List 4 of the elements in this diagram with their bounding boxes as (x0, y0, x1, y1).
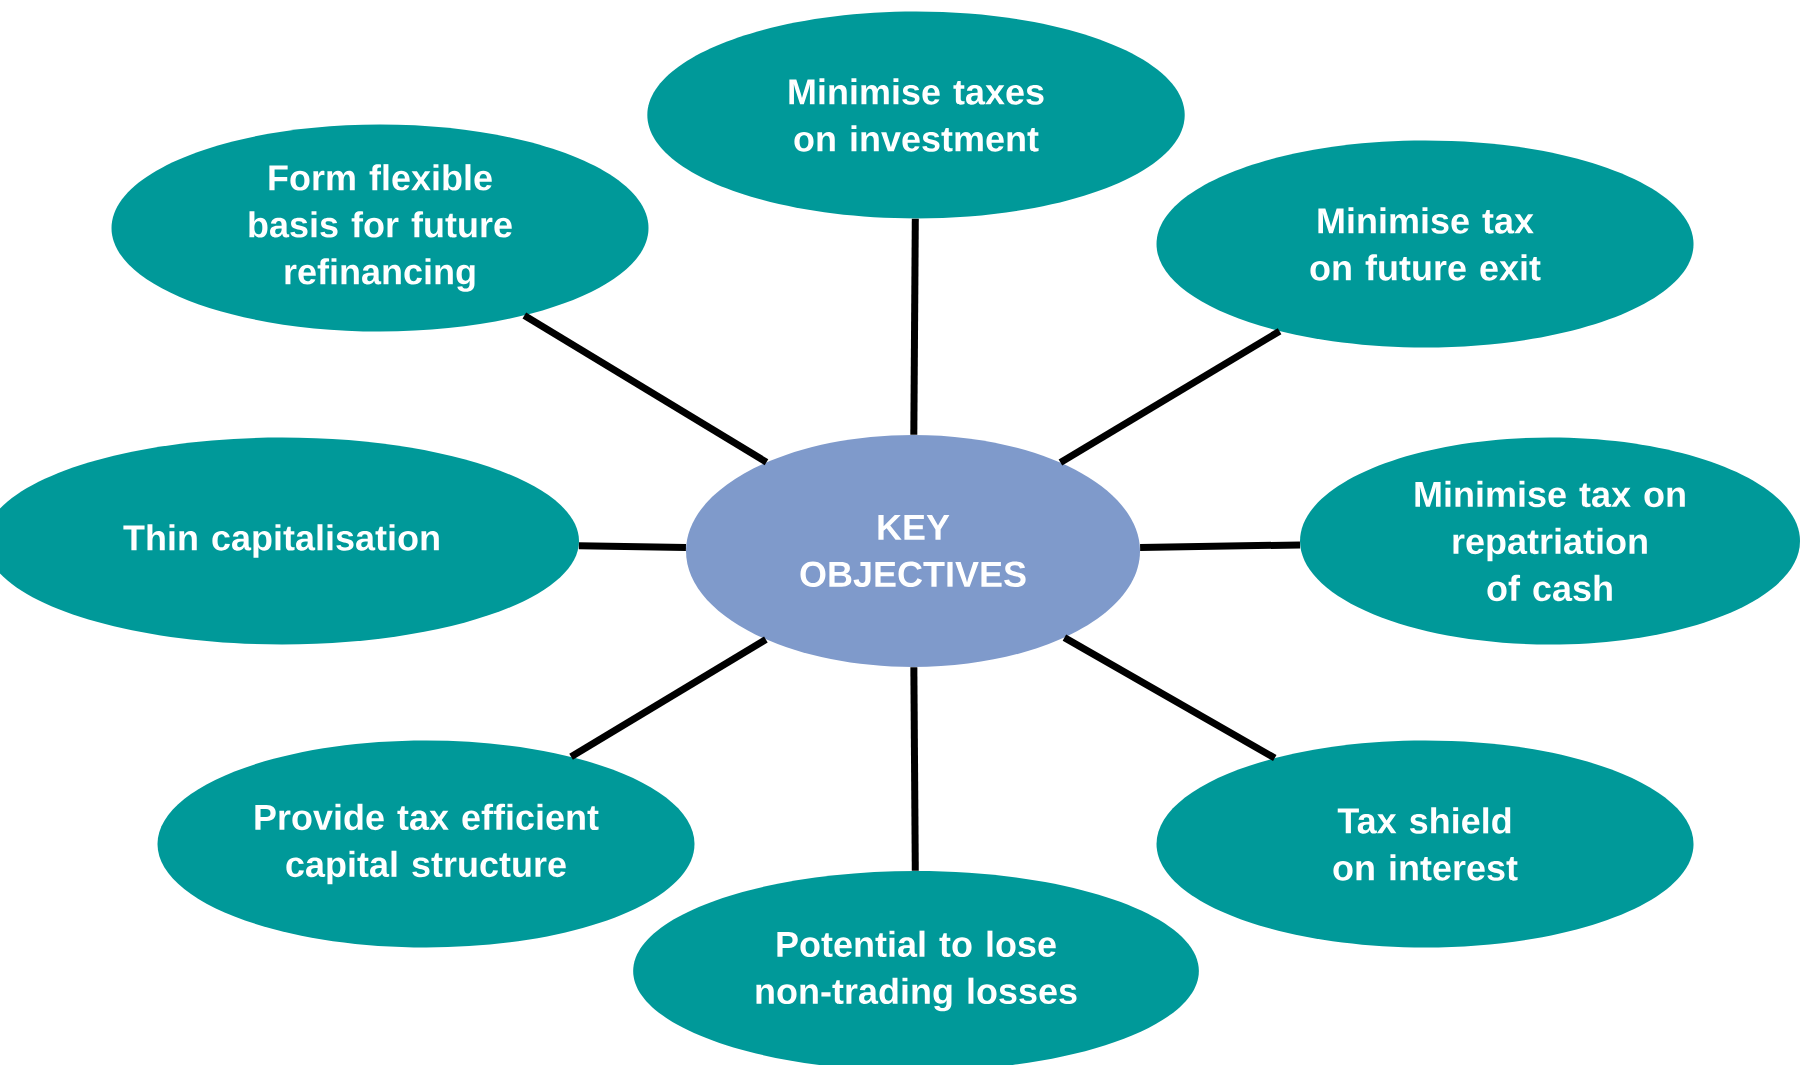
connector-line (1058, 328, 1282, 466)
connector-line (569, 636, 768, 760)
connector-line (522, 312, 769, 466)
connector-line (1062, 634, 1277, 762)
